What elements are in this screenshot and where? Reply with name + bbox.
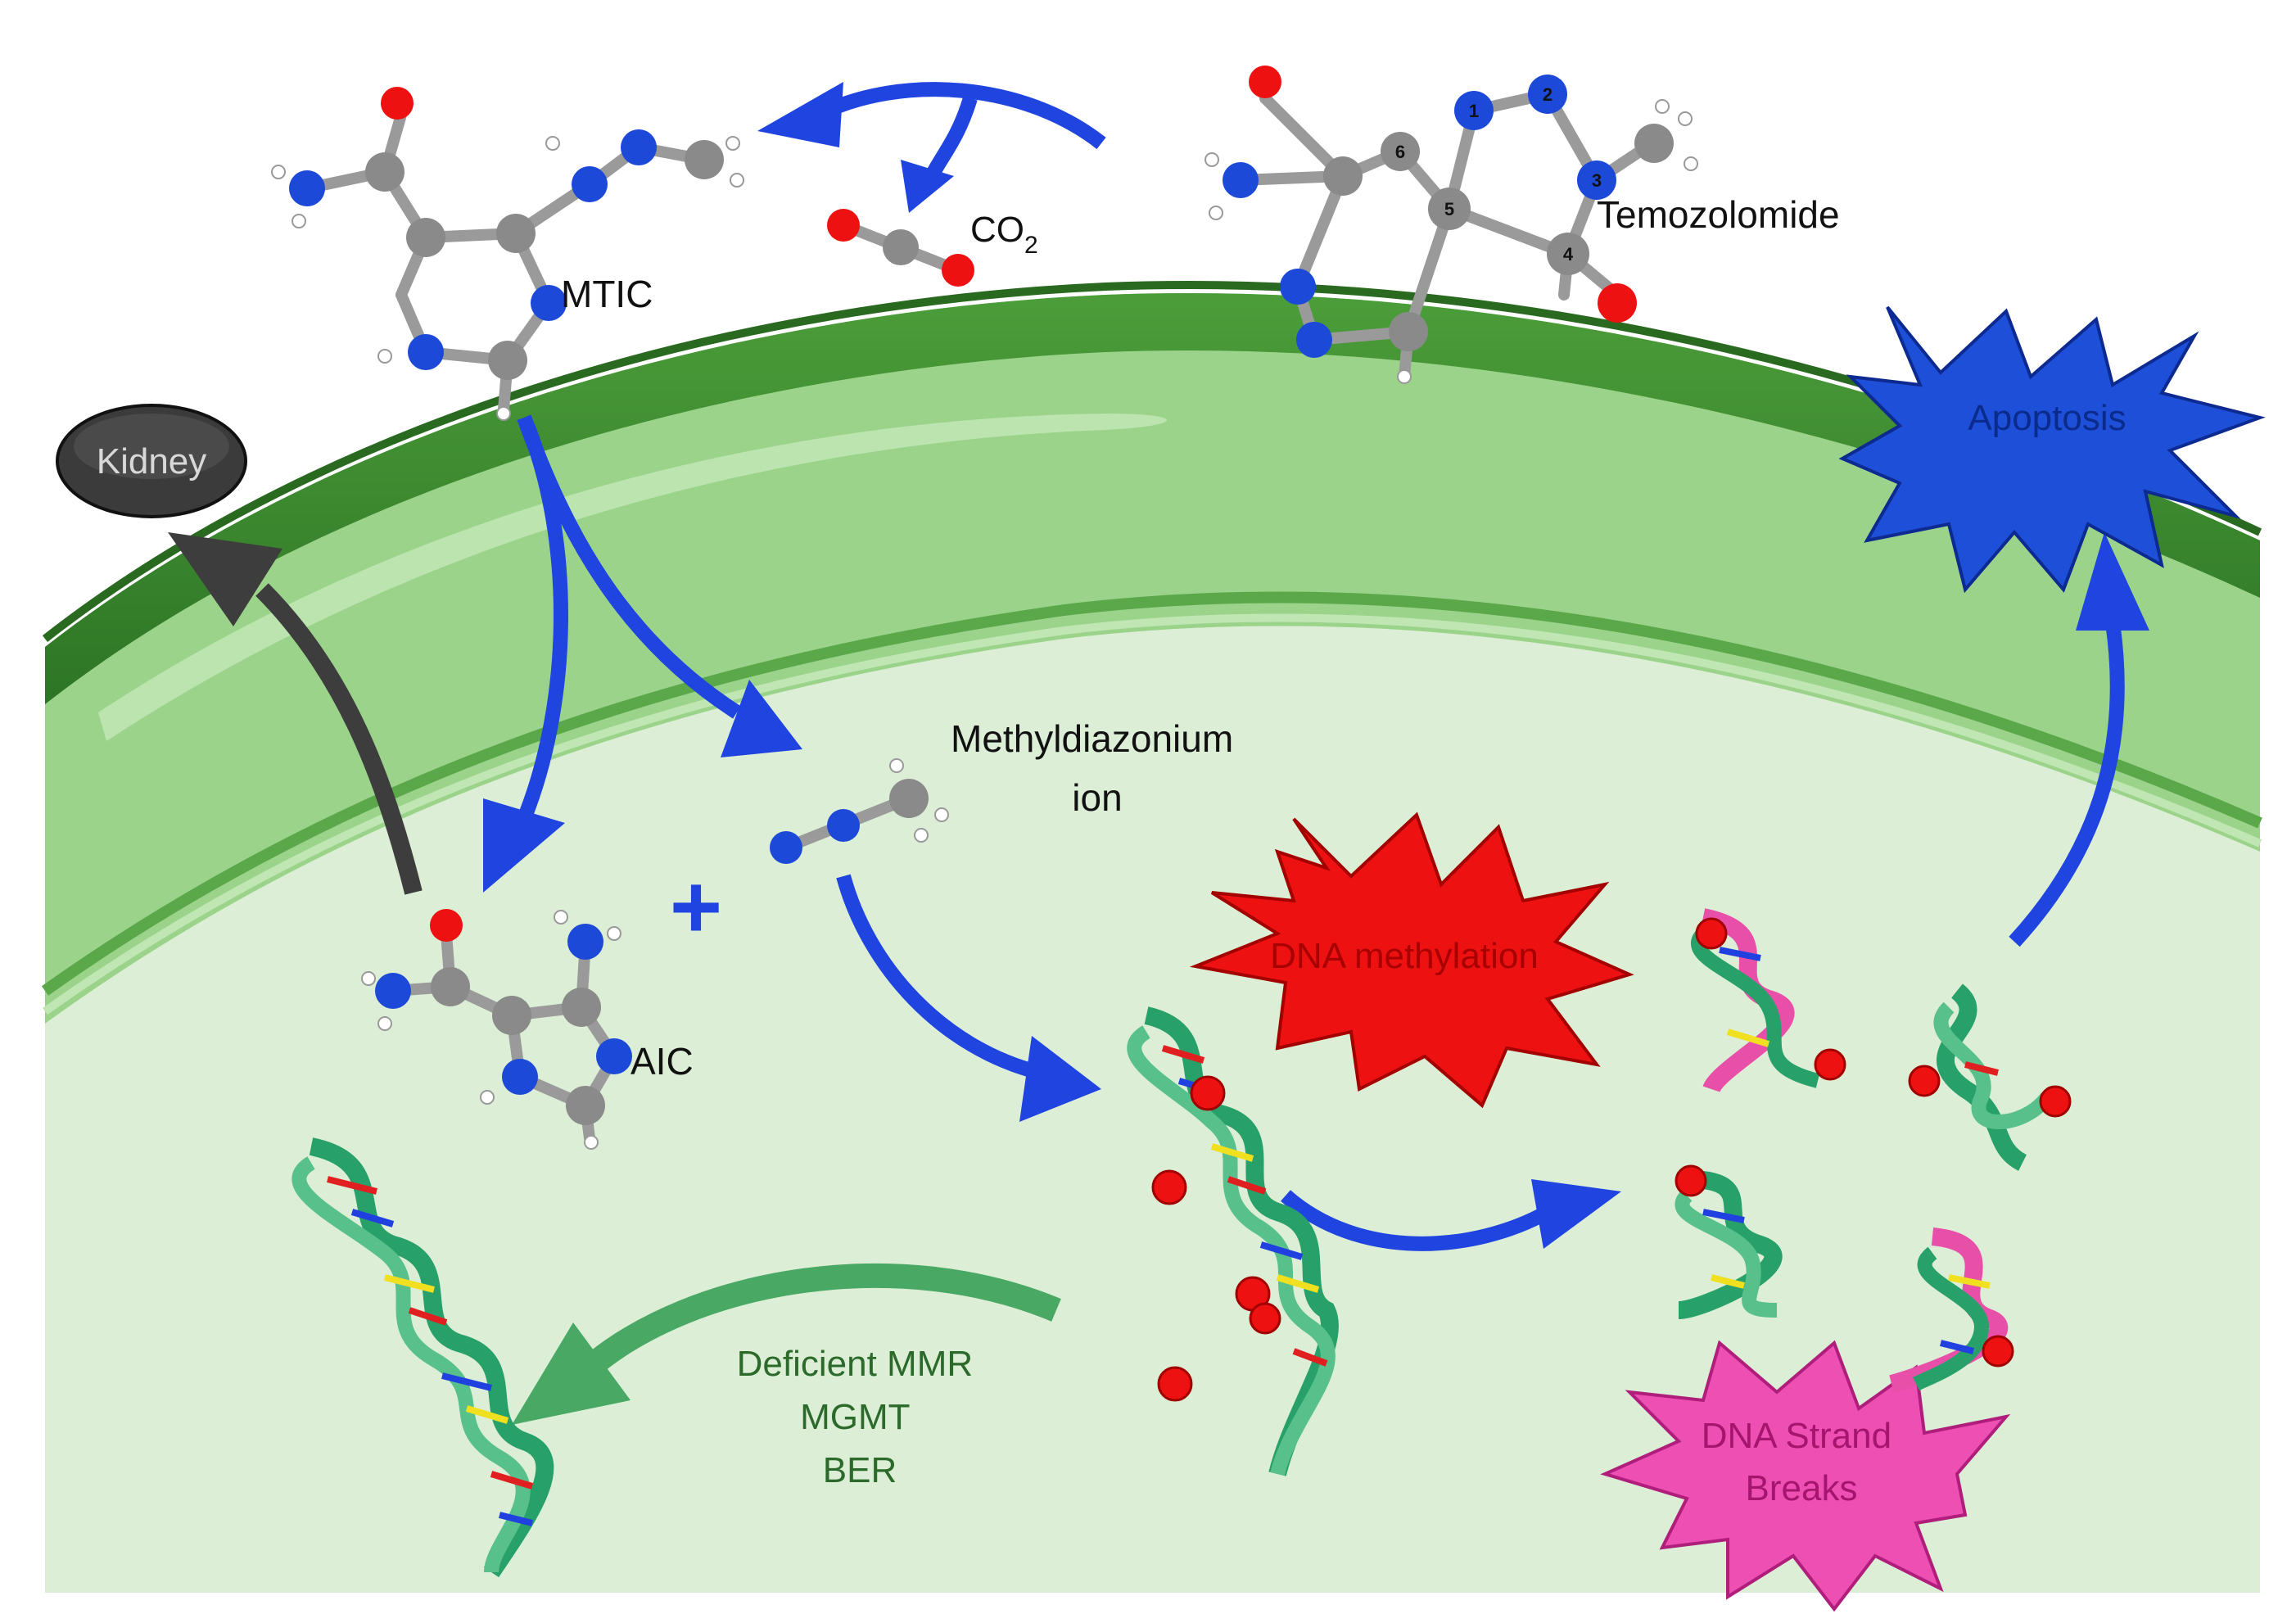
arrow-to-strand-breaks xyxy=(1281,1190,1552,1251)
ring-number-5: 5 xyxy=(1444,199,1454,219)
arrow-to-strand-breaks-head xyxy=(1531,1179,1621,1249)
membrane-outer-layer xyxy=(45,292,2260,704)
arrow-mtic-to-aic-head xyxy=(483,798,565,893)
ring-number-4: 4 xyxy=(1563,244,1574,264)
co2-label: CO2 xyxy=(970,210,1038,259)
ring-number-1: 1 xyxy=(1469,101,1479,121)
co2-molecule xyxy=(827,209,974,287)
mtic-molecule xyxy=(271,87,744,421)
methylated-dna-helix xyxy=(1127,1006,1339,1476)
membrane-inner-layer xyxy=(45,292,2260,1024)
membrane-highlight xyxy=(98,414,1167,741)
aic-molecule xyxy=(361,909,632,1150)
ring-number-2: 2 xyxy=(1543,84,1553,105)
kidney-node: Kidney xyxy=(56,404,247,518)
methyldiazonium-molecule xyxy=(770,758,949,864)
arrow-co2-release xyxy=(922,96,978,184)
dna-strand-breaks-label: DNA Strand Breaks xyxy=(1702,1416,1902,1508)
apoptosis-label: Apoptosis xyxy=(1968,398,2126,438)
dna-fragment-4 xyxy=(1889,1227,2014,1393)
arrow-methyldiazonium-to-dna-head xyxy=(1019,1036,1101,1122)
apoptosis-burst: Apoptosis xyxy=(1838,305,2266,594)
arrow-temozolomide-to-mtic xyxy=(815,82,1106,150)
arrow-to-apoptosis xyxy=(2009,621,2125,947)
mtic-label: MTIC xyxy=(561,273,653,315)
aic-label: AIC xyxy=(630,1040,694,1083)
arrow-temozolomide-to-mtic-head xyxy=(757,82,843,147)
arrow-aic-to-kidney-head xyxy=(168,532,282,626)
arrow-co2-release-head xyxy=(901,160,954,213)
dna-fragment-3 xyxy=(1675,1164,1783,1319)
plus-sign: + xyxy=(670,857,722,957)
arrow-dna-repair-head xyxy=(512,1322,630,1425)
arrow-dna-repair xyxy=(581,1263,1061,1377)
arrow-mtic-to-methyldiazonium xyxy=(517,414,741,719)
ring-number-6: 6 xyxy=(1395,142,1405,162)
inner-membrane-line xyxy=(41,591,2262,996)
dna-methylation-burst: DNA methylation xyxy=(1189,812,1634,1109)
kidney-label: Kidney xyxy=(97,441,207,481)
temozolomide-molecule: 1 2 3 4 5 6 xyxy=(1204,66,1698,384)
arrow-mtic-to-methyldiazonium-head xyxy=(721,680,802,757)
temozolomide-label: Temozolomide xyxy=(1597,193,1840,236)
repaired-dna-helix xyxy=(292,1137,554,1578)
arrow-to-apoptosis-head xyxy=(2076,532,2149,631)
arrow-methyldiazonium-to-dna xyxy=(836,874,1042,1080)
methyldiazonium-label: Methyldiazonium ion xyxy=(951,717,1244,819)
dna-methylation-label: DNA methylation xyxy=(1270,936,1539,976)
arrow-aic-to-kidney xyxy=(255,583,423,895)
ring-number-3: 3 xyxy=(1592,170,1602,191)
dna-fragment-2 xyxy=(1908,983,2072,1171)
repair-mechanisms-label: Deficient MMR MGMT BER xyxy=(737,1344,983,1490)
dna-fragment-1 xyxy=(1691,908,1846,1094)
